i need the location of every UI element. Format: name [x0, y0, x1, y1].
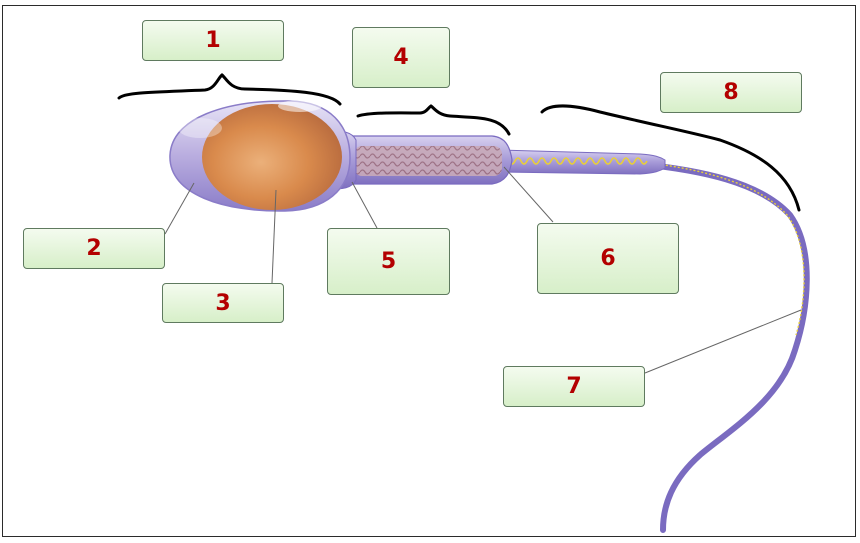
label-text-8: 8 [723, 80, 739, 105]
label-text-6: 6 [600, 246, 616, 271]
label-box-5[interactable]: 5 [327, 228, 450, 295]
label-text-5: 5 [380, 249, 397, 274]
diagram-frame [2, 5, 856, 537]
label-box-3[interactable]: 3 [162, 283, 284, 323]
leader-line-5 [351, 181, 378, 229]
label-text-1: 1 [205, 28, 221, 53]
head-highlight [178, 118, 222, 138]
flagellum [637, 161, 810, 533]
label-box-1[interactable]: 1 [142, 20, 284, 61]
principal-piece [499, 149, 666, 175]
label-box-4[interactable]: 4 [352, 27, 450, 88]
leader-line-3 [271, 189, 277, 284]
leader-line-7 [644, 309, 802, 374]
flagellum-helix [649, 162, 805, 336]
label-box-7[interactable]: 7 [503, 366, 645, 407]
label-box-6[interactable]: 6 [537, 223, 679, 294]
label-text-7: 7 [566, 374, 582, 399]
label-box-8[interactable]: 8 [660, 72, 802, 113]
leader-line-2 [164, 182, 195, 235]
label-text-4: 4 [393, 45, 409, 70]
mitochondrial-sheath [354, 146, 502, 176]
acrosome-highlight [278, 100, 322, 112]
label-box-2[interactable]: 2 [23, 228, 165, 269]
axoneme-helix [502, 157, 648, 165]
label-text-3: 3 [215, 290, 231, 316]
label-text-2: 2 [86, 236, 102, 261]
bracket-midpiece [356, 104, 511, 136]
bracket-head [117, 73, 342, 106]
bracket-tail [540, 104, 801, 212]
leader-line-6 [503, 166, 554, 223]
nucleus [202, 104, 342, 210]
